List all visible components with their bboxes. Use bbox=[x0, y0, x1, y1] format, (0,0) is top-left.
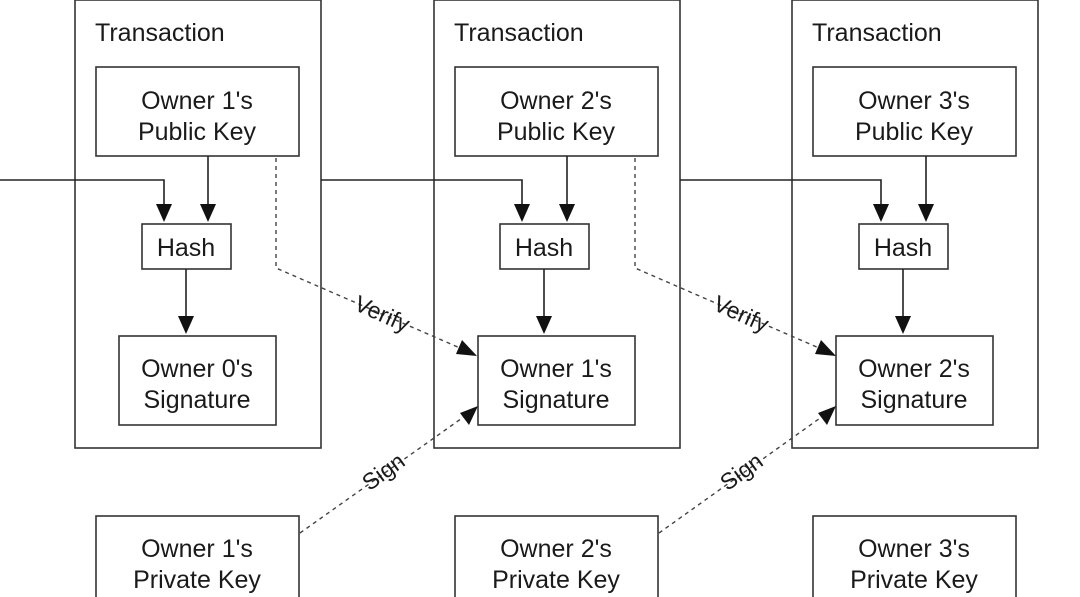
signature-owner: Owner 0's bbox=[141, 355, 253, 383]
hash-label: Hash bbox=[874, 234, 932, 262]
pubkey-to-hash-arrow-1 bbox=[200, 156, 216, 222]
hash-label: Hash bbox=[157, 234, 215, 262]
transaction-title: Transaction bbox=[95, 19, 225, 47]
private-key-box-2: Owner 2's Private Key bbox=[454, 515, 659, 597]
signature-label: Signature bbox=[502, 386, 609, 414]
private-key-label: Private Key bbox=[133, 566, 261, 594]
sign-label: Sign bbox=[715, 447, 768, 495]
hash-label: Hash bbox=[515, 234, 573, 262]
public-key-label: Public Key bbox=[497, 118, 616, 146]
private-key-label: Private Key bbox=[492, 566, 620, 594]
public-key-box-2: Owner 2's Public Key bbox=[454, 66, 659, 157]
pubkey-to-hash-arrow-2 bbox=[559, 156, 575, 222]
chain-arrow-in-2 bbox=[321, 179, 530, 222]
chain-arrow-in-1 bbox=[0, 179, 172, 222]
verify-label: Verify bbox=[710, 290, 774, 337]
private-key-box-1: Owner 1's Private Key bbox=[95, 515, 300, 597]
public-key-owner: Owner 3's bbox=[858, 87, 970, 115]
hash-to-signature-arrow-1 bbox=[178, 269, 194, 334]
private-key-box-3: Owner 3's Private Key bbox=[812, 515, 1017, 597]
signature-label: Signature bbox=[860, 386, 967, 414]
hash-box-1: Hash bbox=[141, 223, 232, 270]
signature-label: Signature bbox=[143, 386, 250, 414]
private-key-label: Private Key bbox=[850, 566, 978, 594]
hash-to-signature-arrow-3 bbox=[895, 269, 911, 334]
sign-arrow-1: Sign bbox=[299, 406, 478, 534]
hash-to-signature-arrow-2 bbox=[536, 269, 552, 334]
verify-label: Verify bbox=[351, 290, 415, 337]
hash-box-3: Hash bbox=[858, 223, 949, 270]
hash-box-2: Hash bbox=[499, 223, 590, 270]
sign-arrow-2: Sign bbox=[658, 406, 836, 534]
public-key-label: Public Key bbox=[138, 118, 257, 146]
signature-owner: Owner 1's bbox=[500, 355, 612, 383]
sign-label: Sign bbox=[357, 447, 410, 495]
private-key-owner: Owner 1's bbox=[141, 535, 253, 563]
signature-box-1: Owner 0's Signature bbox=[118, 335, 277, 426]
pubkey-to-hash-arrow-3 bbox=[918, 156, 934, 222]
chain-arrow-in-3 bbox=[680, 179, 889, 222]
public-key-owner: Owner 2's bbox=[500, 87, 612, 115]
public-key-owner: Owner 1's bbox=[141, 87, 253, 115]
signature-box-2: Owner 1's Signature bbox=[477, 335, 636, 426]
public-key-label: Public Key bbox=[855, 118, 974, 146]
private-key-owner: Owner 2's bbox=[500, 535, 612, 563]
private-key-owner: Owner 3's bbox=[858, 535, 970, 563]
public-key-box-3: Owner 3's Public Key bbox=[812, 66, 1017, 157]
public-key-box-1: Owner 1's Public Key bbox=[95, 66, 300, 157]
signature-box-3: Owner 2's Signature bbox=[835, 335, 994, 426]
transaction-title: Transaction bbox=[812, 19, 942, 47]
transaction-title: Transaction bbox=[454, 19, 584, 47]
signature-owner: Owner 2's bbox=[858, 355, 970, 383]
